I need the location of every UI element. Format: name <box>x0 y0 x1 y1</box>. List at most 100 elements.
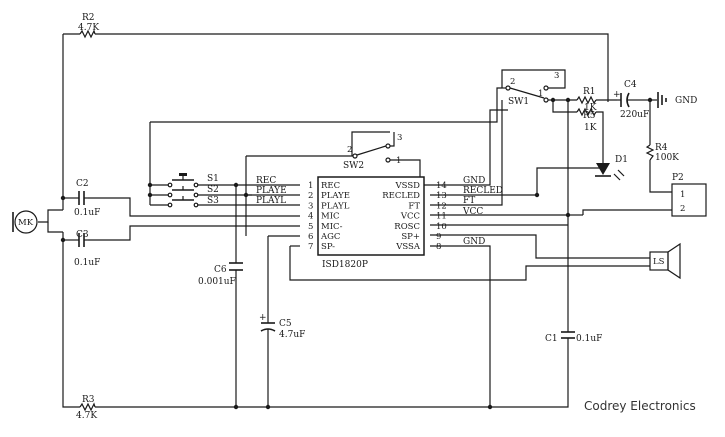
led-d1: D1 <box>595 155 628 181</box>
ic-pin-number: 7 <box>308 242 313 252</box>
ic-pin-number: 5 <box>308 222 313 232</box>
ic-pin-number: 3 <box>308 201 313 211</box>
ic-pin-number: 8 <box>436 242 441 252</box>
resistor-r3: R3 4.7K <box>76 395 97 421</box>
ic-pin-name: VCC <box>400 212 420 222</box>
svg-text:+: + <box>259 313 267 323</box>
svg-text:1: 1 <box>538 89 543 99</box>
junctions <box>60 97 653 410</box>
ic-pin-name: REC <box>321 181 340 191</box>
ic-pin-number: 9 <box>436 232 441 242</box>
capacitor-c6: C6 0.001uF <box>198 256 243 287</box>
svg-text:GND: GND <box>675 96 697 106</box>
svg-text:MK: MK <box>18 218 34 228</box>
svg-text:GND: GND <box>463 237 485 247</box>
capacitor-c1: C1 0.1uF <box>545 320 602 344</box>
capacitor-c4: + C4 220uF <box>613 80 649 120</box>
resistor-r4: R4 100K <box>645 143 679 163</box>
ic-pin-name: MIC <box>321 212 340 222</box>
svg-text:2: 2 <box>347 145 352 155</box>
switch-sw2: 2 3 1 SW2 <box>343 132 430 186</box>
svg-text:R4: R4 <box>655 143 668 153</box>
resistor-r5: R5 1K <box>576 107 597 133</box>
ic-pin-name: FT <box>408 201 420 211</box>
svg-text:R3: R3 <box>82 395 95 405</box>
svg-text:S3: S3 <box>207 196 219 206</box>
capacitor-c5: + C5 4.7uF <box>259 313 305 340</box>
ground-symbol: GND <box>648 92 697 108</box>
svg-text:C5: C5 <box>279 319 292 329</box>
svg-text:4.7K: 4.7K <box>76 411 97 421</box>
ic-pin-name: ROSC <box>394 222 420 232</box>
svg-text:R2: R2 <box>82 13 95 23</box>
svg-text:C4: C4 <box>624 80 637 90</box>
resistor-r2: R2 4.7K <box>78 13 99 39</box>
svg-text:3: 3 <box>397 133 402 143</box>
ic-pin-name: SP- <box>321 242 335 252</box>
svg-text:S1: S1 <box>207 174 219 184</box>
svg-text:C3: C3 <box>76 230 89 240</box>
ic-pin-name: VSSD <box>395 181 421 191</box>
ic-pin-name: SP+ <box>401 232 420 242</box>
ic-pin-number: 10 <box>436 222 447 232</box>
svg-text:FT: FT <box>463 196 475 206</box>
svg-text:4.7uF: 4.7uF <box>279 330 305 340</box>
svg-text:R1: R1 <box>583 87 596 97</box>
ic-pin-name: RECLED <box>382 191 420 201</box>
ic-name: ISD1820P <box>322 260 368 270</box>
ic-pin-name: VSSA <box>395 242 421 252</box>
ic-pin-number: 6 <box>308 232 313 242</box>
svg-text:2: 2 <box>680 204 685 214</box>
svg-text:+: + <box>613 90 621 100</box>
ic-pin-number: 1 <box>308 181 313 191</box>
svg-text:SW1: SW1 <box>508 97 529 107</box>
svg-text:4.7K: 4.7K <box>78 23 99 33</box>
wires <box>38 33 672 408</box>
svg-text:1K: 1K <box>584 123 597 133</box>
svg-text:1K: 1K <box>584 103 597 113</box>
ic-pin-number: 14 <box>436 181 447 191</box>
ic-pin-name: PLAYE <box>321 191 350 201</box>
ic-pin-name: AGC <box>320 232 340 242</box>
wire-labels: REC PLAYE PLAYL GND RECLED FT VCC GND <box>256 176 503 247</box>
speaker-ls: LS <box>649 242 681 280</box>
svg-text:3: 3 <box>554 71 559 81</box>
svg-text:C1: C1 <box>545 334 558 344</box>
push-button-s1: S1 <box>167 173 219 188</box>
svg-text:0.1uF: 0.1uF <box>74 208 100 218</box>
svg-text:D1: D1 <box>615 155 628 165</box>
svg-text:GND: GND <box>463 176 485 186</box>
svg-text:1: 1 <box>680 190 685 200</box>
svg-text:C6: C6 <box>214 265 227 275</box>
ic-pin-number: 2 <box>308 191 313 201</box>
connector-p2: P2 1 2 <box>671 173 707 217</box>
svg-text:R5: R5 <box>583 111 596 121</box>
svg-text:SW2: SW2 <box>343 161 364 171</box>
svg-text:220uF: 220uF <box>620 110 649 120</box>
brand-label: Codrey Electronics <box>584 399 696 413</box>
svg-text:VCC: VCC <box>462 207 483 217</box>
ic-pin-number: 12 <box>436 201 447 211</box>
capacitor-c2: C2 0.1uF <box>74 179 100 218</box>
svg-text:0.1uF: 0.1uF <box>74 258 100 268</box>
resistor-r1: R1 1K <box>576 87 597 113</box>
svg-text:LS: LS <box>653 257 665 267</box>
ic-pin-name: PLAYL <box>321 201 350 211</box>
push-button-s2: S2 <box>167 185 219 198</box>
svg-text:RECLED: RECLED <box>463 186 503 196</box>
ic-pin-number: 13 <box>436 191 447 201</box>
push-button-s3: S3 <box>167 196 219 208</box>
svg-text:REC: REC <box>256 176 276 186</box>
svg-text:P2: P2 <box>672 173 684 183</box>
svg-text:S2: S2 <box>207 185 219 195</box>
svg-text:C2: C2 <box>76 179 89 189</box>
ic-pin-number: 11 <box>436 212 447 222</box>
svg-text:1: 1 <box>396 156 401 166</box>
svg-text:0.1uF: 0.1uF <box>576 334 602 344</box>
ic-pin-name: MIC- <box>321 222 343 232</box>
microphone-mk: MK <box>12 210 38 234</box>
